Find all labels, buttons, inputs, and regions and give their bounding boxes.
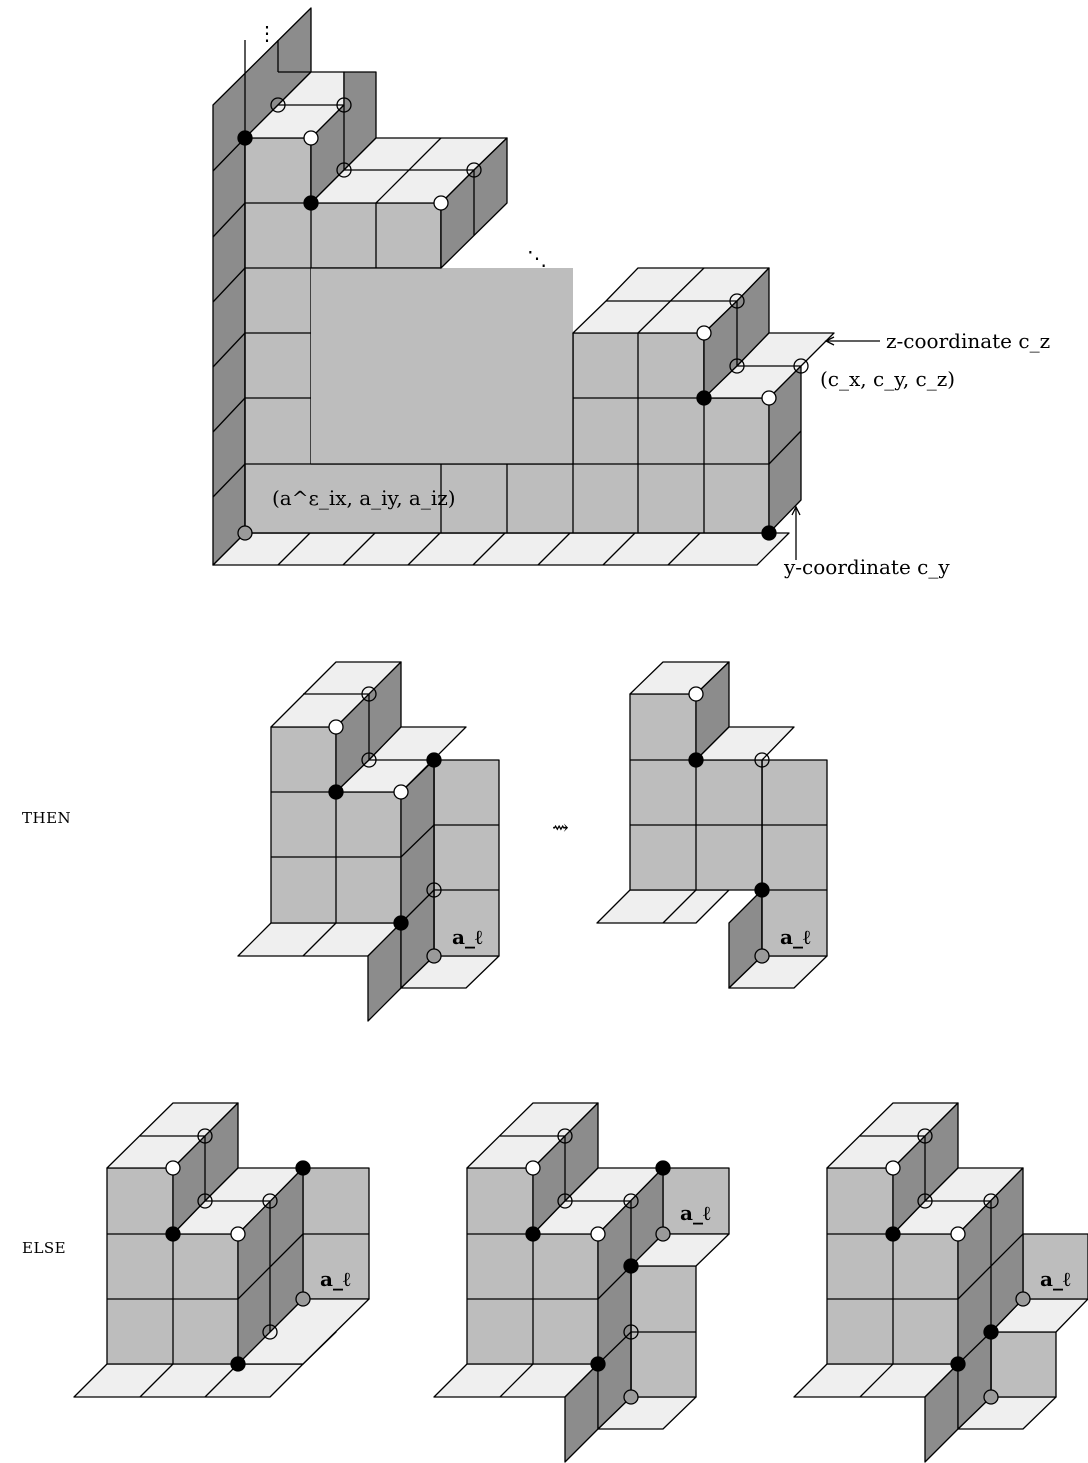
hollow-dot (197, 1193, 213, 1209)
white-dot (393, 784, 409, 800)
hollow-dot (917, 1128, 933, 1144)
white-dot (761, 390, 777, 406)
gray-dot (623, 1389, 639, 1405)
hollow-dot (197, 1128, 213, 1144)
hollow-dot (262, 1324, 278, 1340)
white-dot (590, 1226, 606, 1242)
white-dot (303, 130, 319, 146)
black-dot (295, 1160, 311, 1176)
white-dot (525, 1160, 541, 1176)
else-label: ELSE (22, 1239, 66, 1257)
hollow-dot (623, 1193, 639, 1209)
gray-dot (1015, 1291, 1031, 1307)
black-dot (983, 1324, 999, 1340)
else-figure-2 (433, 1102, 730, 1463)
hollow-dot (754, 752, 770, 768)
start-label: (a^ε_ix, a_iy, a_iz) (272, 486, 456, 510)
else-figure-3 (793, 1102, 1088, 1463)
ddots: ⋱ (527, 246, 547, 270)
white-dot (433, 195, 449, 211)
black-dot (688, 752, 704, 768)
a-ell-label: a_ℓ (780, 925, 811, 949)
a-ell-label: a_ℓ (1040, 1267, 1071, 1291)
black-dot (590, 1356, 606, 1372)
black-dot (885, 1226, 901, 1242)
gray-dot (655, 1226, 671, 1242)
hollow-dot (793, 358, 809, 374)
gray-dot (295, 1291, 311, 1307)
gray-dot (754, 948, 770, 964)
leadsto-arrow: ⇝ (552, 815, 569, 839)
white-dot (328, 719, 344, 735)
black-dot (393, 915, 409, 931)
hollow-dot (917, 1193, 933, 1209)
hollow-dot (270, 97, 286, 113)
black-dot (696, 390, 712, 406)
black-dot (754, 882, 770, 898)
gray-dot (983, 1389, 999, 1405)
hollow-dot (336, 162, 352, 178)
then-before-figure (237, 661, 500, 1022)
a-ell-label: a_ℓ (680, 1201, 711, 1225)
gray-dot (237, 525, 253, 541)
hollow-dot (466, 162, 482, 178)
white-dot (696, 325, 712, 341)
white-dot (885, 1160, 901, 1176)
a-ell-label: a_ℓ (320, 1267, 351, 1291)
white-dot (950, 1226, 966, 1242)
hollow-dot (729, 358, 745, 374)
hollow-dot (262, 1193, 278, 1209)
black-dot (426, 752, 442, 768)
black-dot (237, 130, 253, 146)
hollow-dot (729, 293, 745, 309)
black-dot (950, 1356, 966, 1372)
black-dot (303, 195, 319, 211)
white-dot (230, 1226, 246, 1242)
vdots: ⋮ (257, 21, 277, 45)
hollow-dot (557, 1193, 573, 1209)
gray-dot (426, 948, 442, 964)
else-figure-1 (73, 1102, 370, 1398)
hollow-dot (361, 686, 377, 702)
black-dot (230, 1356, 246, 1372)
hollow-dot (361, 752, 377, 768)
black-dot (655, 1160, 671, 1176)
hollow-dot (336, 97, 352, 113)
hollow-dot (557, 1128, 573, 1144)
y-coordinate-label: y-coordinate c_y (783, 555, 950, 579)
black-dot (165, 1226, 181, 1242)
black-dot (328, 784, 344, 800)
hollow-dot (623, 1324, 639, 1340)
black-dot (623, 1258, 639, 1274)
then-after-figure (596, 661, 828, 989)
a-ell-label: a_ℓ (452, 925, 483, 949)
black-dot (761, 525, 777, 541)
corner-label: (c_x, c_y, c_z) (820, 367, 955, 391)
floor-tiles (212, 532, 790, 566)
main-staircase-figure (212, 7, 880, 566)
white-dot (688, 686, 704, 702)
hollow-dot (426, 882, 442, 898)
z-coordinate-label: z-coordinate c_z (886, 329, 1050, 353)
black-dot (525, 1226, 541, 1242)
white-dot (165, 1160, 181, 1176)
then-label: THEN (22, 809, 71, 827)
hollow-dot (983, 1193, 999, 1209)
